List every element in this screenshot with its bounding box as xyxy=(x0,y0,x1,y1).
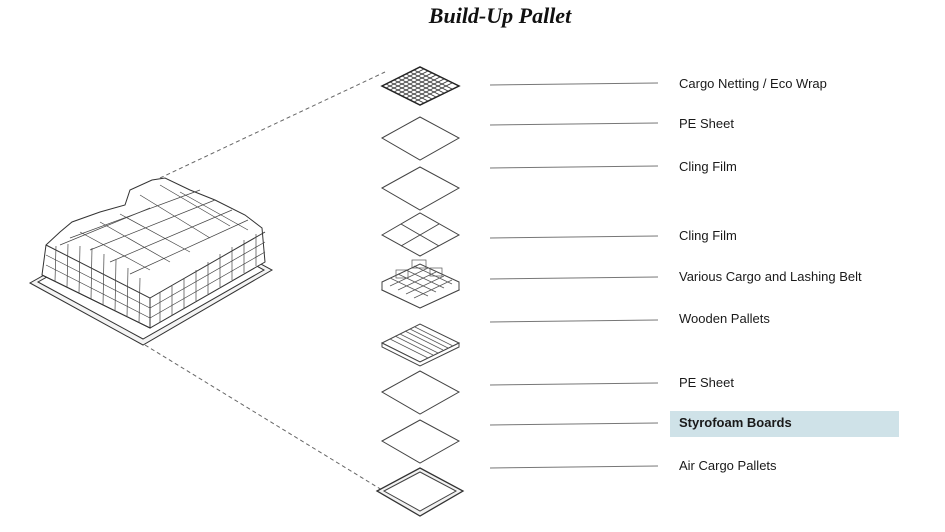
highlight-box xyxy=(670,411,899,437)
layer-label: Wooden Pallets xyxy=(679,311,770,326)
quartered-film-icon xyxy=(380,212,461,257)
layer-label: Cargo Netting / Eco Wrap xyxy=(679,76,827,91)
assembled-pallet-illustration xyxy=(28,177,274,346)
film-icon xyxy=(380,166,461,211)
top-guide-line xyxy=(159,71,386,179)
leader-lines xyxy=(489,82,659,469)
layer-label: PE Sheet xyxy=(679,375,734,390)
layer-label: Cling Film xyxy=(679,228,737,243)
cargo-boxes-icon xyxy=(380,259,461,309)
layer-label: Various Cargo and Lashing Belt xyxy=(679,269,862,284)
diagram-title: Build-Up Pallet xyxy=(428,3,572,28)
air-cargo-pallet-icon xyxy=(375,467,465,517)
layer-label: Cling Film xyxy=(679,159,737,174)
sheet-icon xyxy=(380,370,461,415)
layer-label: Air Cargo Pallets xyxy=(679,458,777,473)
netting-icon xyxy=(380,66,461,106)
sheet-icon xyxy=(380,116,461,161)
layer-label: PE Sheet xyxy=(679,116,734,131)
bottom-guide-line xyxy=(144,344,383,491)
wooden-pallet-icon xyxy=(380,323,461,367)
layer-label-highlighted: Styrofoam Boards xyxy=(679,415,792,430)
styrofoam-board-icon xyxy=(380,419,461,464)
